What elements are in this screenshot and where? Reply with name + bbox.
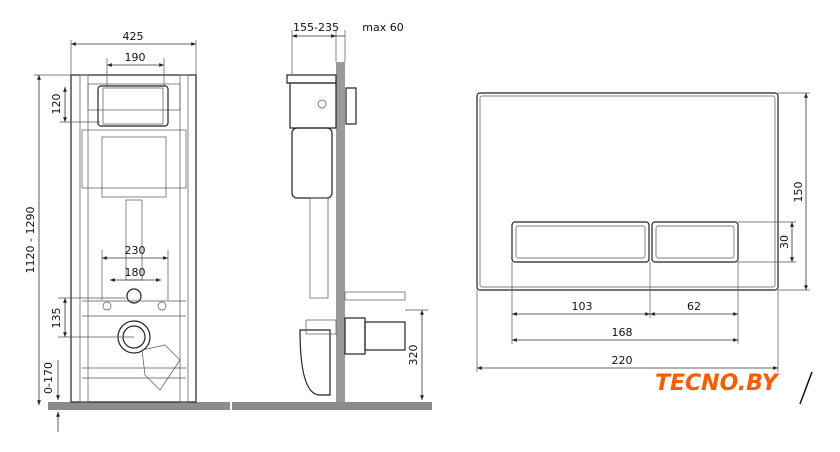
large-flush-button [511, 221, 650, 263]
floor-side [232, 402, 432, 410]
dim-135: 135 [50, 308, 63, 329]
logo-text: TECNO.BY [655, 371, 780, 396]
flush-plate-view: 150 30 103 62 168 220 [476, 92, 810, 372]
flush-module-side [289, 82, 337, 129]
cistern [81, 129, 187, 189]
drain-pipe-side [364, 321, 406, 351]
frame-outline [70, 74, 197, 403]
flush-opening [97, 85, 169, 127]
front-view: 425 190 120 1120 - 1290 230 180 135 0-17… [24, 30, 230, 432]
dim-62: 62 [687, 300, 701, 313]
lightning-icon [799, 371, 813, 405]
dim-220: 220 [612, 354, 633, 367]
dim-168: 168 [612, 326, 633, 339]
flush-plate [476, 92, 779, 291]
dim-180: 180 [125, 266, 146, 279]
dim-103: 103 [572, 300, 593, 313]
dim-height: 1120 - 1290 [24, 207, 37, 274]
small-flush-button [651, 221, 739, 263]
cistern-side [291, 127, 333, 199]
dim-150: 150 [792, 182, 805, 203]
side-view: 155-235 max 60 320 [232, 21, 432, 410]
dim-max-60: max 60 [362, 21, 403, 34]
floor [48, 402, 230, 410]
dim-230: 230 [125, 244, 146, 257]
dim-155-235: 155-235 [293, 21, 339, 34]
dim-320: 320 [407, 345, 420, 366]
dim-0-170: 0-170 [42, 362, 55, 394]
dim-190: 190 [125, 51, 146, 64]
wall [336, 62, 345, 402]
dim-425: 425 [123, 30, 144, 43]
dim-120: 120 [50, 94, 63, 115]
tecno-logo: TECNO.BY [655, 371, 813, 405]
dim-30: 30 [778, 235, 791, 249]
drain-bend [299, 329, 331, 396]
